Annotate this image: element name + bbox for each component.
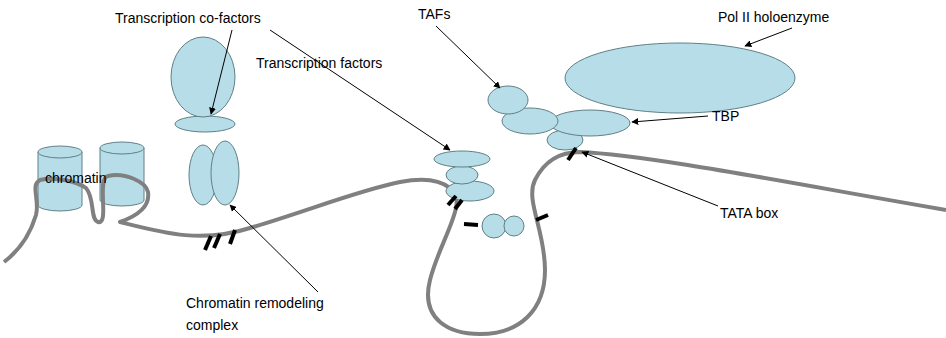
callout-label: Chromatin remodeling complex	[186, 292, 346, 336]
taf	[488, 86, 528, 114]
transcription-factor	[482, 214, 506, 238]
callout-label: chromatin	[45, 167, 106, 189]
callout-label: TATA box	[720, 202, 778, 224]
transcription-factor	[446, 166, 478, 184]
callout-label: Transcription factors	[256, 52, 382, 74]
remodeling-subunit	[211, 141, 239, 205]
tbp	[550, 110, 630, 136]
callout-label: Transcription co-factors	[115, 7, 261, 29]
activator-domain	[171, 37, 235, 117]
pol-ii-holoenzyme	[565, 43, 795, 113]
callout-label: TAFs	[418, 3, 450, 25]
co-factor	[175, 116, 235, 132]
transcription-factor	[504, 216, 524, 236]
callout-label: Pol II holoenzyme	[718, 6, 829, 28]
dna-strand	[4, 152, 946, 334]
co-factor	[434, 151, 490, 167]
callout-label: TBP	[712, 105, 739, 127]
leader-line	[211, 26, 792, 292]
